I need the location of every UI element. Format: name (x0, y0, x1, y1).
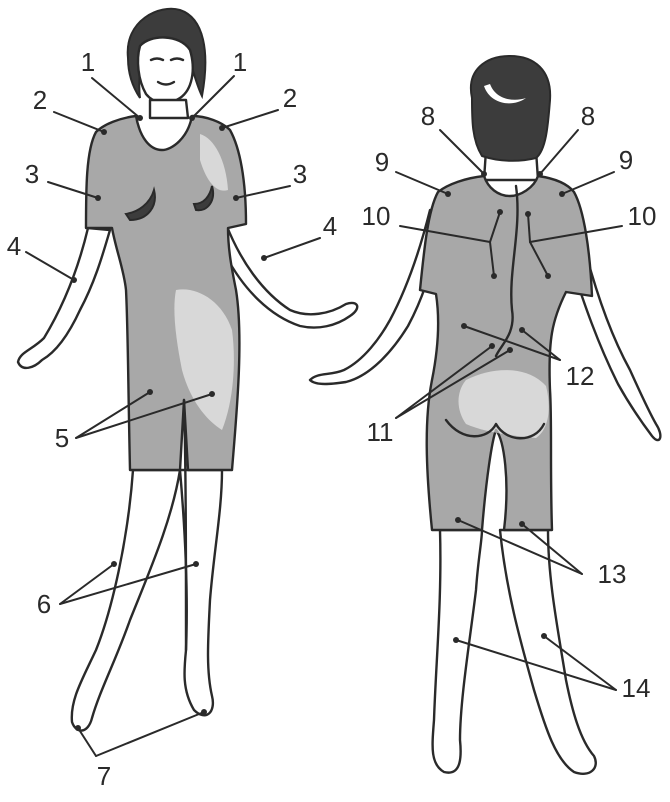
front-right-arm (226, 224, 357, 328)
front-left-arm (18, 228, 110, 368)
label-9-left: 9 (375, 147, 389, 177)
label-2-left: 2 (33, 85, 47, 115)
label-5: 5 (55, 423, 69, 453)
label-8-left: 8 (421, 101, 435, 131)
label-10-right: 10 (628, 201, 657, 231)
label-14: 14 (622, 673, 651, 703)
label-9-right: 9 (619, 145, 633, 175)
front-face (138, 37, 193, 102)
label-6: 6 (37, 589, 51, 619)
front-left-leg (72, 470, 180, 731)
label-4-left: 4 (7, 231, 21, 261)
label-4-right: 4 (323, 211, 337, 241)
label-10-left: 10 (362, 201, 391, 231)
label-3-right: 3 (293, 159, 307, 189)
label-1-left: 1 (81, 47, 95, 77)
label-3-left: 3 (25, 159, 39, 189)
label-1-right: 1 (233, 47, 247, 77)
label-13: 13 (598, 559, 627, 589)
label-12: 12 (566, 361, 595, 391)
label-7: 7 (97, 761, 111, 791)
back-figure (310, 56, 660, 774)
back-right-leg (500, 530, 596, 774)
back-left-leg (433, 530, 482, 773)
front-neck (150, 100, 188, 118)
label-8-right: 8 (581, 101, 595, 131)
back-hair (471, 56, 550, 161)
label-11: 11 (367, 417, 394, 447)
label-2-right: 2 (283, 83, 297, 113)
